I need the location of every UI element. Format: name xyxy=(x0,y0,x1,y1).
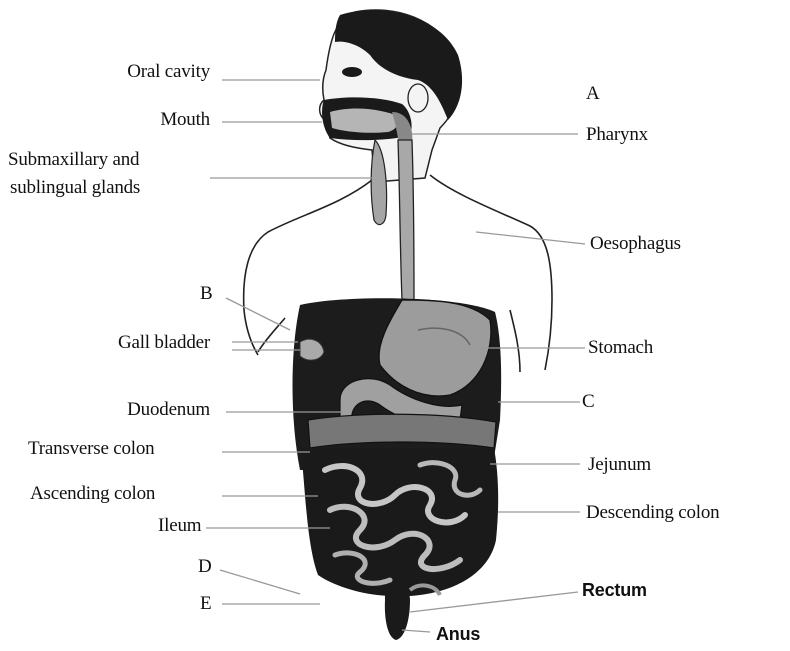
label-submaxillary-line2: sublingual glands xyxy=(10,178,140,198)
label-submaxillary-line1: Submaxillary and xyxy=(8,150,139,170)
label-stomach: Stomach xyxy=(588,338,653,358)
label-pharynx: Pharynx xyxy=(586,125,648,145)
label-b: B xyxy=(200,284,212,304)
label-descending-colon: Descending colon xyxy=(586,503,719,523)
oesophagus-tube xyxy=(398,140,414,300)
label-anus: Anus xyxy=(436,624,480,644)
label-oesophagus: Oesophagus xyxy=(590,234,681,254)
label-ascending-colon: Ascending colon xyxy=(30,484,155,504)
label-a: A xyxy=(586,84,600,104)
label-d: D xyxy=(198,557,212,577)
label-jejunum: Jejunum xyxy=(588,455,651,475)
label-oral-cavity: Oral cavity xyxy=(60,62,210,82)
rectum-shape xyxy=(385,583,410,640)
label-ileum: Ileum xyxy=(158,516,201,536)
label-mouth: Mouth xyxy=(60,110,210,130)
head xyxy=(320,10,462,182)
label-c: C xyxy=(582,392,594,412)
label-transverse-colon: Transverse colon xyxy=(28,439,154,459)
label-gall-bladder: Gall bladder xyxy=(50,333,210,353)
label-rectum: Rectum xyxy=(582,580,647,600)
label-duodenum: Duodenum xyxy=(50,400,210,420)
intestines xyxy=(300,448,498,596)
label-e: E xyxy=(200,594,211,614)
